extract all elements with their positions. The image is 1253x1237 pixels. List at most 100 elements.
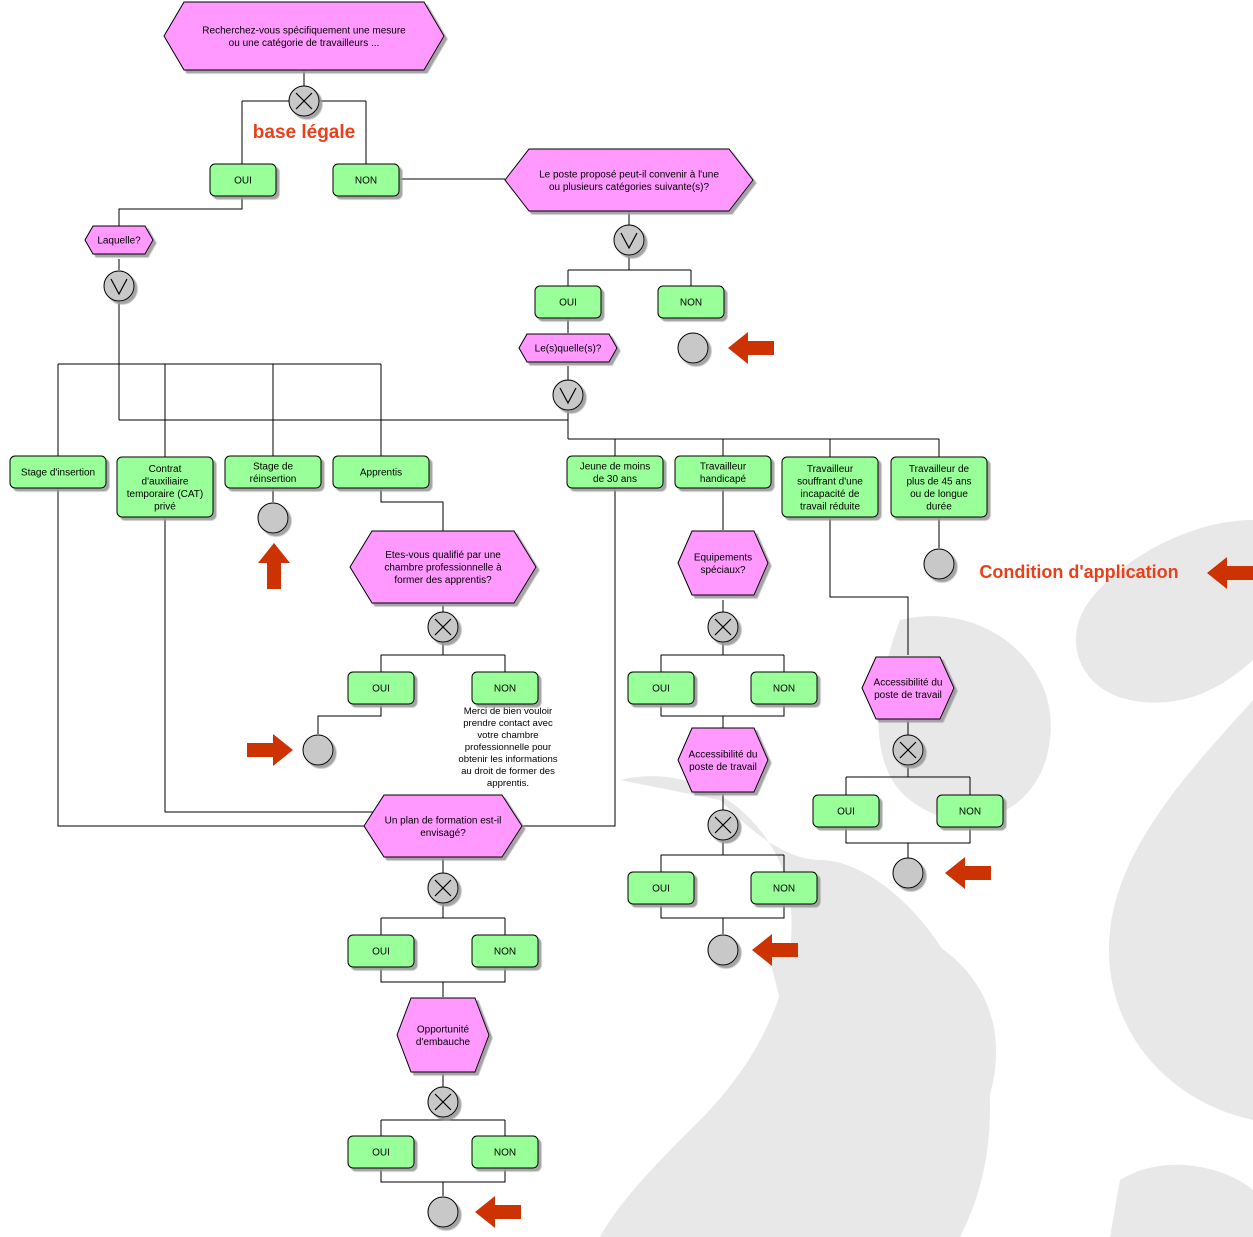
event-laquelle: Laquelle? (84, 225, 154, 255)
function-oui-ac2-label: OUI (837, 807, 855, 818)
function-non-q: NON (471, 671, 539, 705)
function-non-opp-label: NON (494, 1148, 516, 1159)
event-access1-line: poste de travail (689, 762, 757, 773)
event-qualifie-line: Etes-vous qualifié par une (385, 550, 501, 561)
function-oui-eq: OUI (627, 671, 695, 705)
event-q_poste-label: Le poste proposé peut-il convenir à l'un… (539, 169, 719, 193)
event-access2-line: Accessibilité du (874, 677, 943, 688)
note-line: apprentis. (487, 778, 529, 789)
function-non-opp: NON (471, 1135, 539, 1169)
event-q1: Recherchez-vous spécifiquement une mesur… (163, 1, 445, 71)
function-oui-ac2: OUI (812, 794, 880, 828)
function-oui-opp: OUI (347, 1135, 415, 1169)
function-non2-label: NON (680, 298, 702, 309)
red-arrow-7-icon (475, 1196, 521, 1228)
end-connector-8 (302, 734, 334, 766)
function-non-ac1: NON (750, 871, 818, 905)
event-q1-label: Recherchez-vous spécifiquement une mesur… (202, 25, 406, 49)
xor-connector-13 (892, 734, 924, 766)
function-oui2-line: OUI (559, 298, 577, 309)
event-q_poste: Le poste proposé peut-il convenir à l'un… (504, 148, 754, 212)
event-qualifie-label: Etes-vous qualifié par une chambre profes… (384, 550, 502, 586)
function-stage-insertion: Stage d'insertion (9, 455, 107, 489)
end-connector-6 (257, 502, 289, 534)
note-line: prendre contact avec (463, 718, 553, 729)
event-q1-line: Recherchez-vous spécifiquement une mesur… (202, 25, 406, 36)
function-apprentis-label: Apprentis (360, 468, 402, 479)
function-apprentis: Apprentis (332, 455, 430, 489)
function-non-plan-line: NON (494, 947, 516, 958)
end-connector-16 (427, 1196, 459, 1228)
red-arrow-5-icon (1207, 557, 1253, 589)
xor-connector-7 (427, 611, 459, 643)
function-oui-ac1: OUI (627, 871, 695, 905)
event-shapes: Recherchez-vous spécifiquement une mesur… (84, 1, 955, 1073)
note-line: votre chambre (477, 730, 538, 741)
function-incapacite-line: incapacité de (801, 489, 860, 500)
function-cat-line: privé (154, 501, 176, 512)
red-arrows (247, 332, 1253, 1228)
red-arrow-2-icon (258, 543, 290, 589)
function-non-plan: NON (471, 934, 539, 968)
event-q_poste-line: Le poste proposé peut-il convenir à l'un… (539, 169, 719, 180)
function-stage-insertion-line: Stage d'insertion (21, 468, 95, 479)
event-qualifie-line: chambre professionnelle à (384, 563, 502, 574)
red-arrow-1-icon (728, 332, 774, 364)
function-oui-ac1-line: OUI (652, 884, 670, 895)
function-plus45-line: Travailleur de (909, 464, 970, 475)
connection-lines (57, 70, 971, 1196)
note-line: obtenir les informations (458, 754, 557, 765)
event-plan-line: envisagé? (420, 828, 466, 839)
function-incapacite-line: souffrant d'une (797, 476, 863, 487)
function-oui1-label: OUI (234, 176, 252, 187)
or-connector-4 (552, 379, 584, 411)
red-arrow-3-icon (247, 734, 293, 766)
function-oui1: OUI (209, 163, 277, 197)
event-laquelle-line: Laquelle? (97, 236, 141, 247)
function-incapacite-line: Travailleur (807, 464, 854, 475)
end-connector-14 (892, 857, 924, 889)
event-qualifie: Etes-vous qualifié par une chambre profes… (349, 530, 537, 604)
function-non-eq-label: NON (773, 684, 795, 695)
function-oui-q-line: OUI (372, 684, 390, 695)
event-opportunite-line: d'embauche (416, 1037, 471, 1048)
event-qualifie-line: former des apprentis? (394, 575, 492, 586)
annotation-condition: Condition d'application (979, 562, 1178, 582)
event-q1-line: ou une catégorie de travailleurs ... (229, 38, 380, 49)
function-plus45-line: durée (926, 501, 952, 512)
xor-connector-1 (288, 85, 320, 117)
event-lesquelles-label: Le(s)quelle(s)? (535, 344, 602, 355)
note-line: Merci de bien vouloir (464, 706, 553, 717)
function-non-eq-line: NON (773, 684, 795, 695)
function-cat-line: temporaire (CAT) (127, 489, 204, 500)
event-access1-line: Accessibilité du (689, 749, 758, 760)
end-connector-12 (923, 548, 955, 580)
function-oui2: OUI (534, 285, 602, 319)
annotation-base-legale: base légale (253, 122, 355, 143)
xor-connector-9 (707, 611, 739, 643)
function-non-eq: NON (750, 671, 818, 705)
function-cat-line: Contrat (149, 464, 182, 475)
function-jeune-line: Jeune de moins (580, 461, 651, 472)
function-oui-ac2-line: OUI (837, 807, 855, 818)
event-equipements-line: Equipements (694, 552, 752, 563)
function-non2-line: NON (680, 298, 702, 309)
function-non-ac2: NON (936, 794, 1004, 828)
xor-connector-10 (707, 809, 739, 841)
function-non-ac2-label: NON (959, 807, 981, 818)
